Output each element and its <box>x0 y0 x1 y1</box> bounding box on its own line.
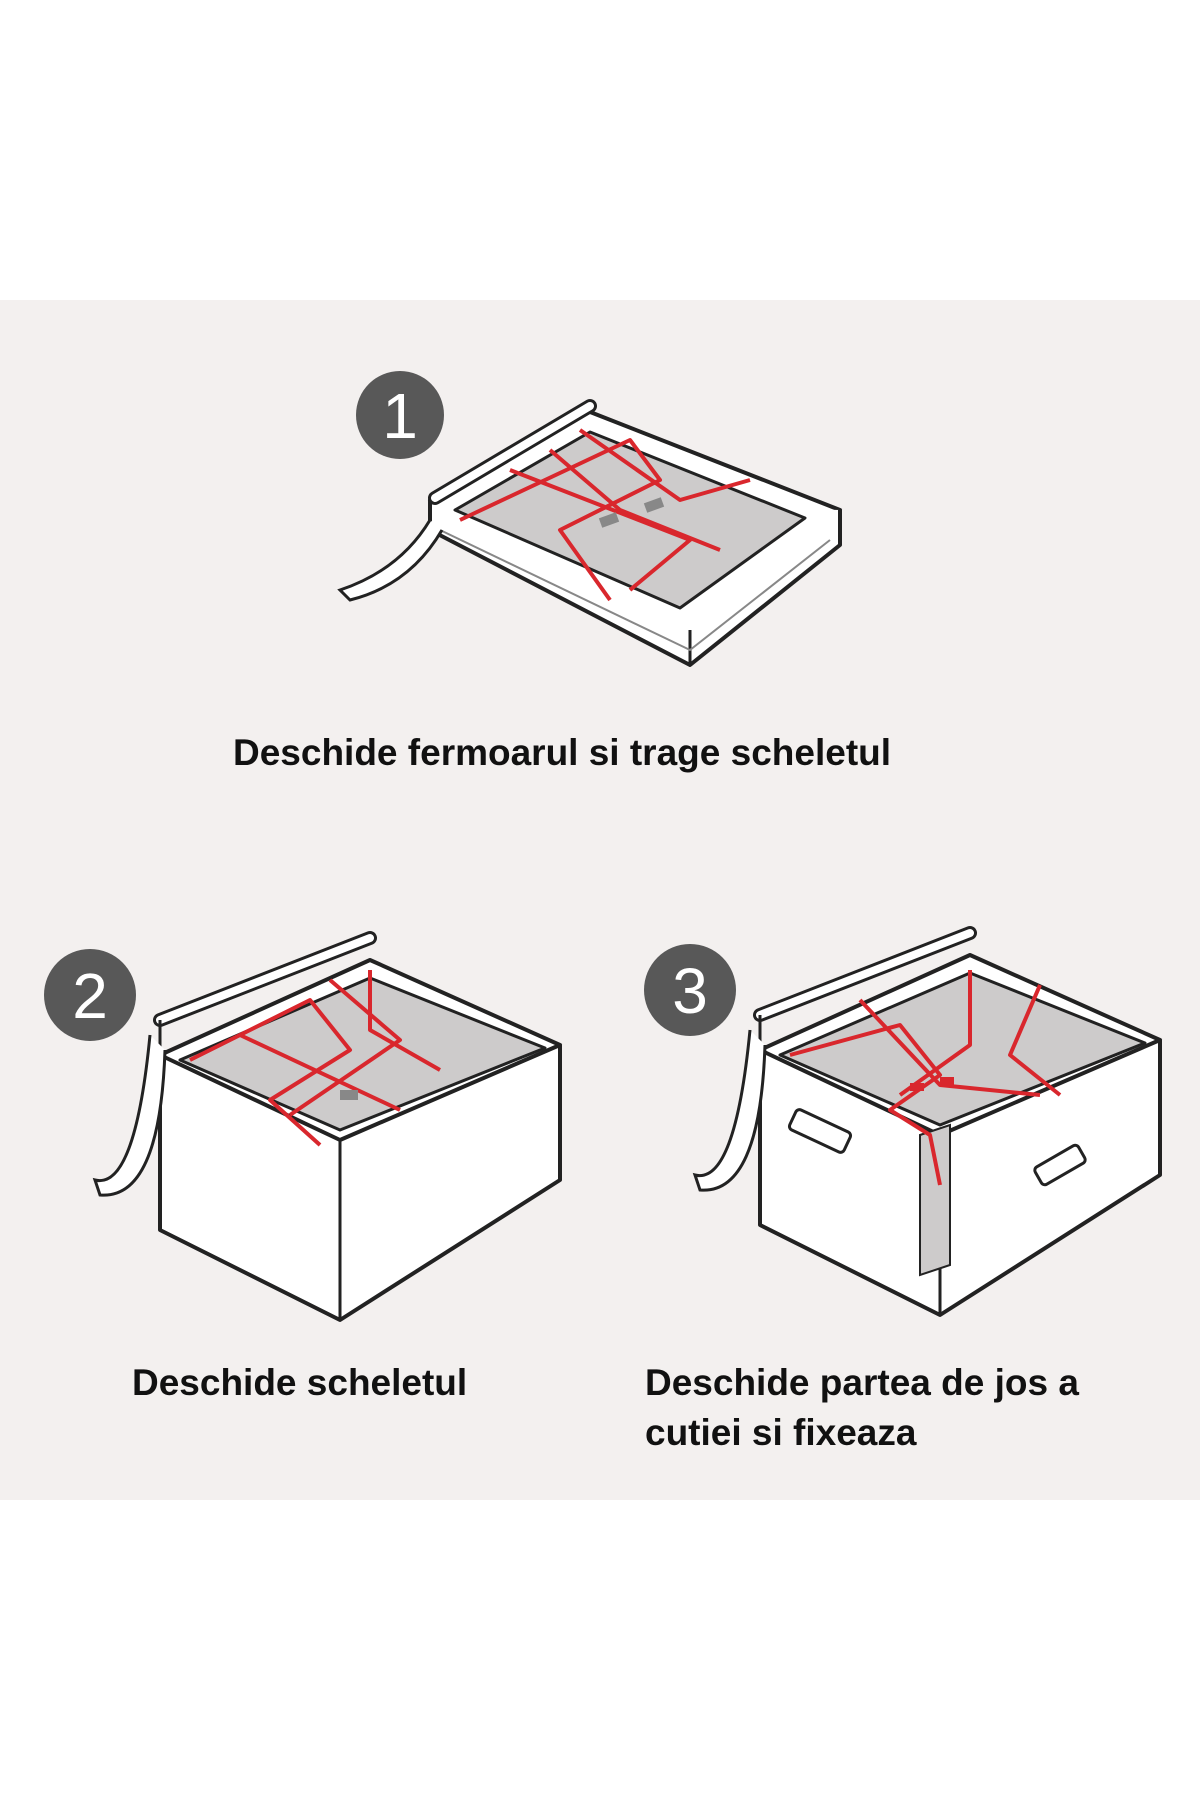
step-2-caption: Deschide scheletul <box>132 1362 468 1403</box>
step-3-illustration: 3 <box>644 926 1162 1317</box>
step-3-caption-line-1: Deschide partea de jos a <box>645 1362 1079 1403</box>
step-3-caption-line-2: cutiei si fixeaza <box>645 1412 917 1453</box>
step-3-number: 3 <box>672 955 708 1027</box>
step-2-badge: 2 <box>44 949 136 1041</box>
step-3-caption: Deschide partea de jos a cutiei si fixea… <box>645 1358 1079 1458</box>
step-2-number: 2 <box>72 960 108 1032</box>
step-1-number: 1 <box>382 380 418 452</box>
step-1-illustration: 1 <box>337 371 842 667</box>
step-1-caption: Deschide fermoarul si trage scheletul <box>233 732 892 773</box>
step-2-illustration: 2 <box>44 931 562 1322</box>
step-3-badge: 3 <box>644 944 736 1036</box>
step-1-badge: 1 <box>356 371 444 459</box>
